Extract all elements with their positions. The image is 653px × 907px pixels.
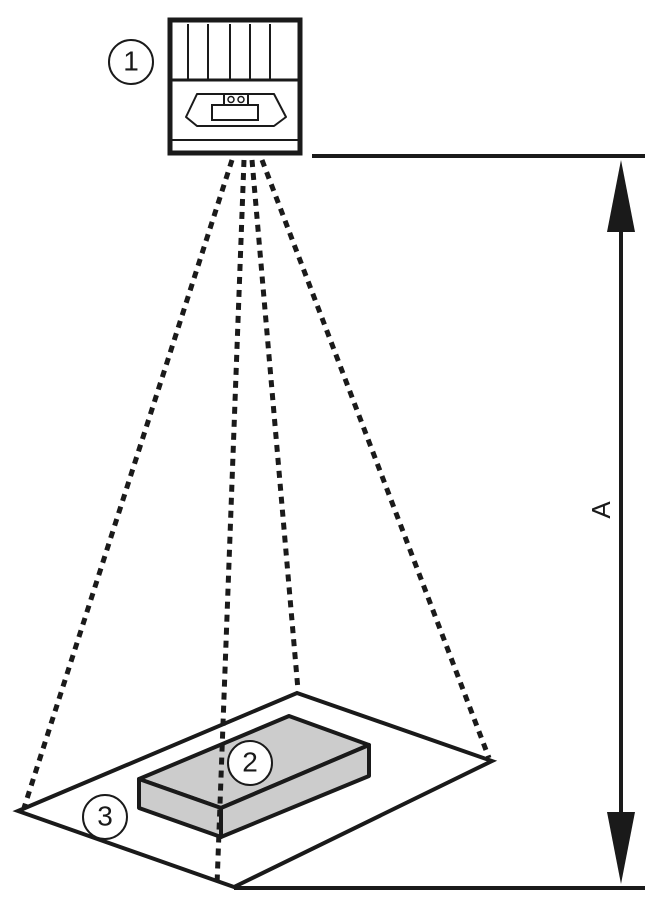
dimension-label-backdrop bbox=[579, 486, 615, 534]
callout-circle bbox=[227, 740, 273, 786]
sensor-lens-right bbox=[237, 95, 245, 104]
arrow-up-icon bbox=[607, 160, 635, 232]
callout-object: 2 bbox=[227, 740, 273, 786]
sensor-housing bbox=[167, 17, 303, 156]
callout-sensor: 1 bbox=[108, 39, 154, 85]
ray-left bbox=[21, 159, 235, 809]
dimension-label: A bbox=[586, 501, 616, 519]
viewing-rays bbox=[21, 159, 492, 886]
ray-right bbox=[259, 159, 492, 759]
callout-number: 2 bbox=[242, 746, 258, 777]
callout-number: 3 bbox=[97, 800, 113, 831]
sensor-cooling-fins bbox=[187, 24, 271, 80]
ray-front bbox=[214, 159, 247, 886]
sensor-lens-left bbox=[227, 95, 235, 104]
sensor-lens-block bbox=[211, 104, 259, 121]
camera-sensor-icon bbox=[167, 17, 303, 156]
callout-circle bbox=[108, 39, 154, 85]
callout-field-of-view: 3 bbox=[82, 794, 128, 840]
ray-back bbox=[249, 159, 301, 691]
arrow-down-icon bbox=[607, 812, 635, 884]
callout-circle bbox=[82, 794, 128, 840]
distance-dimension: A bbox=[234, 154, 645, 890]
sensor-lens-housing bbox=[223, 93, 249, 106]
callout-number: 1 bbox=[123, 45, 139, 76]
